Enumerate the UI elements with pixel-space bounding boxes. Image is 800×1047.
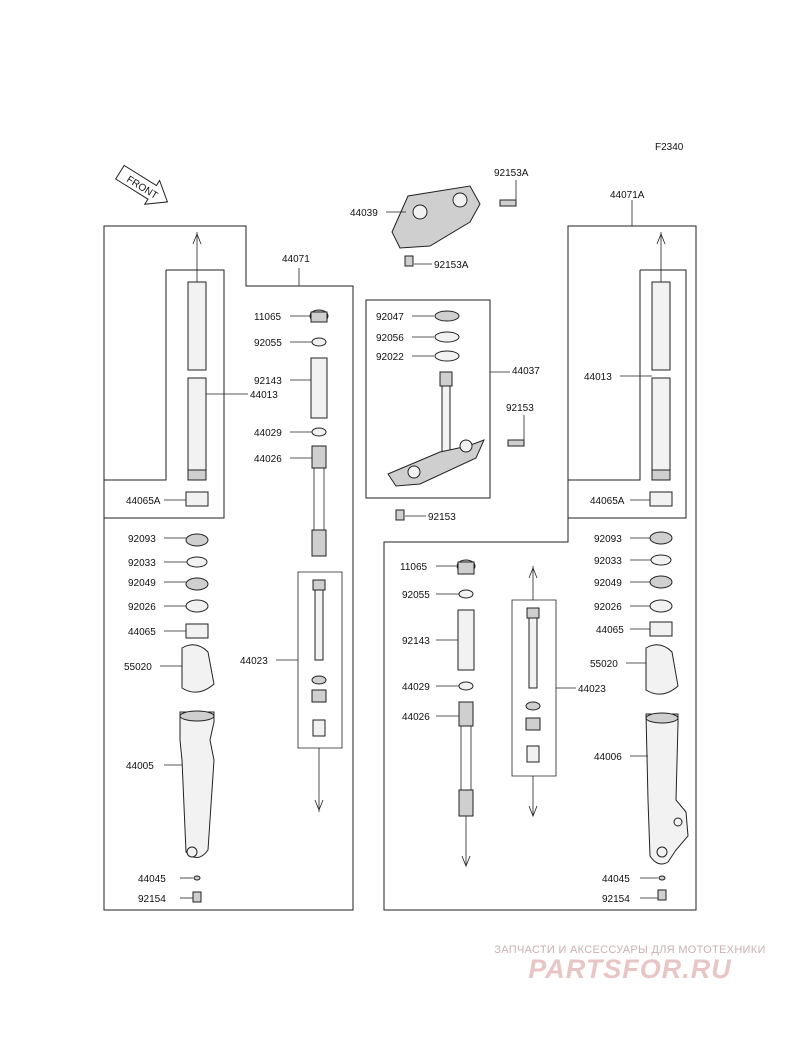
- spacer-92143-left: [310, 357, 328, 419]
- label-44005: 44005: [126, 761, 154, 772]
- label-92153-right: 92153: [506, 403, 534, 414]
- label-92093-left: 92093: [128, 534, 156, 545]
- label-44026-left: 44026: [254, 454, 282, 465]
- label-92055-left: 92055: [254, 338, 282, 349]
- washer-44045-left: [193, 875, 201, 881]
- label-44065a-left: 44065A: [126, 496, 161, 507]
- label-44065-right: 44065: [596, 625, 624, 636]
- label-44065-left: 44065: [128, 627, 156, 638]
- fork-boot-55020-right: [645, 644, 679, 695]
- label-44071: 44071: [282, 254, 310, 265]
- label-92033-right: 92033: [594, 556, 622, 567]
- bushing-44065a-right: [649, 491, 673, 507]
- upper-bracket-44039: [391, 185, 481, 249]
- lower-leg-44005: [179, 711, 215, 858]
- front-arrow-icon: [115, 164, 169, 205]
- bushing-44065-right: [649, 621, 673, 637]
- steering-stem-44037: [387, 371, 485, 487]
- watermark-tagline: ЗАПЧАСТИ И АКСЕССУАРЫ ДЛЯ МОТОТЕХНИКИ: [494, 944, 766, 956]
- label-92153a-bottom: 92153A: [434, 260, 469, 271]
- bolt-92153-bottom: [395, 509, 405, 521]
- label-92026-right: 92026: [594, 602, 622, 613]
- right-fork-frame: [383, 225, 697, 911]
- seal-92049-right: [649, 575, 673, 589]
- cartridge-44023-right: [525, 607, 541, 763]
- stem-frame: [365, 299, 491, 499]
- bolt-92153-right: [507, 439, 525, 447]
- label-92093-right: 92093: [594, 534, 622, 545]
- label-92049-left: 92049: [128, 578, 156, 589]
- washer-92056: [434, 331, 460, 343]
- left-outer-tube: [187, 232, 207, 481]
- right-outer-tube: [651, 232, 671, 481]
- lower-leg-44006: [645, 713, 689, 865]
- label-44006: 44006: [594, 752, 622, 763]
- bolt-92153a-bottom: [404, 255, 414, 267]
- watermark: ЗАПЧАСТИ И АКСЕССУАРЫ ДЛЯ МОТОТЕХНИКИ PA…: [470, 944, 790, 985]
- snap-ring-92033-left: [186, 556, 208, 568]
- cartridge-44023-left: [311, 579, 327, 737]
- label-92143-right: 92143: [402, 636, 430, 647]
- label-55020-left: 55020: [124, 662, 152, 673]
- bushing-44065a-left: [185, 491, 209, 507]
- label-92022: 92022: [376, 352, 404, 363]
- label-11065-right: 11065: [400, 562, 428, 573]
- washer-92022: [434, 350, 460, 362]
- o-ring-92055-left: [311, 337, 327, 347]
- label-92153a-top: 92153A: [494, 168, 529, 179]
- washer-92026-left: [185, 599, 209, 613]
- label-92047: 92047: [376, 312, 404, 323]
- right-fork-inner-frame: [568, 269, 687, 519]
- label-11065-left: 11065: [254, 312, 282, 323]
- nut-92047: [434, 310, 460, 322]
- bolt-92153a-top: [499, 199, 517, 207]
- washer-44029-left: [311, 427, 327, 437]
- label-44029-right: 44029: [402, 682, 430, 693]
- spacer-92143-right: [457, 609, 475, 671]
- oil-seal-92093-right: [649, 531, 673, 545]
- o-ring-92055-right: [458, 589, 474, 599]
- label-44013-left: 44013: [250, 390, 278, 401]
- label-92154-left: 92154: [138, 894, 166, 905]
- washer-44029-right: [458, 681, 474, 691]
- snap-ring-92033-right: [650, 554, 672, 566]
- label-44023-right: 44023: [578, 684, 606, 695]
- label-92154-right: 92154: [602, 894, 630, 905]
- washer-44045-right: [658, 875, 666, 881]
- label-92143-left: 92143: [254, 376, 282, 387]
- label-44037: 44037: [512, 366, 540, 377]
- label-44013-right: 44013: [584, 372, 612, 383]
- label-92033-left: 92033: [128, 558, 156, 569]
- bolt-92154-right: [657, 889, 667, 901]
- label-92055-right: 92055: [402, 590, 430, 601]
- label-92026-left: 92026: [128, 602, 156, 613]
- label-44071a: 44071A: [610, 190, 645, 201]
- fork-boot-55020-left: [181, 644, 215, 693]
- label-44026-right: 44026: [402, 712, 430, 723]
- bolt-92154-left: [192, 891, 202, 903]
- spring-44026-left: [311, 445, 327, 557]
- label-92049-right: 92049: [594, 578, 622, 589]
- cartridge-frame-left: [297, 571, 343, 749]
- cartridge-frame-right: [511, 599, 557, 777]
- label-44023-left: 44023: [240, 656, 268, 667]
- spring-44026-right: [458, 701, 474, 817]
- label-44029-left: 44029: [254, 428, 282, 439]
- bushing-44065-left: [185, 623, 209, 639]
- label-55020-right: 55020: [590, 659, 618, 670]
- label-44039: 44039: [350, 208, 378, 219]
- label-44065a-right: 44065A: [590, 496, 625, 507]
- left-fork-frame: [103, 225, 354, 911]
- figure-code: F2340: [655, 142, 684, 153]
- label-92153-bottom: 92153: [428, 512, 456, 523]
- oil-seal-92093-left: [185, 533, 209, 547]
- watermark-logo: PARTSFOR.RU: [528, 954, 732, 984]
- label-44045-right: 44045: [602, 874, 630, 885]
- washer-92026-right: [649, 599, 673, 613]
- label-92056: 92056: [376, 333, 404, 344]
- seal-92049-left: [185, 577, 209, 591]
- label-44045-left: 44045: [138, 874, 166, 885]
